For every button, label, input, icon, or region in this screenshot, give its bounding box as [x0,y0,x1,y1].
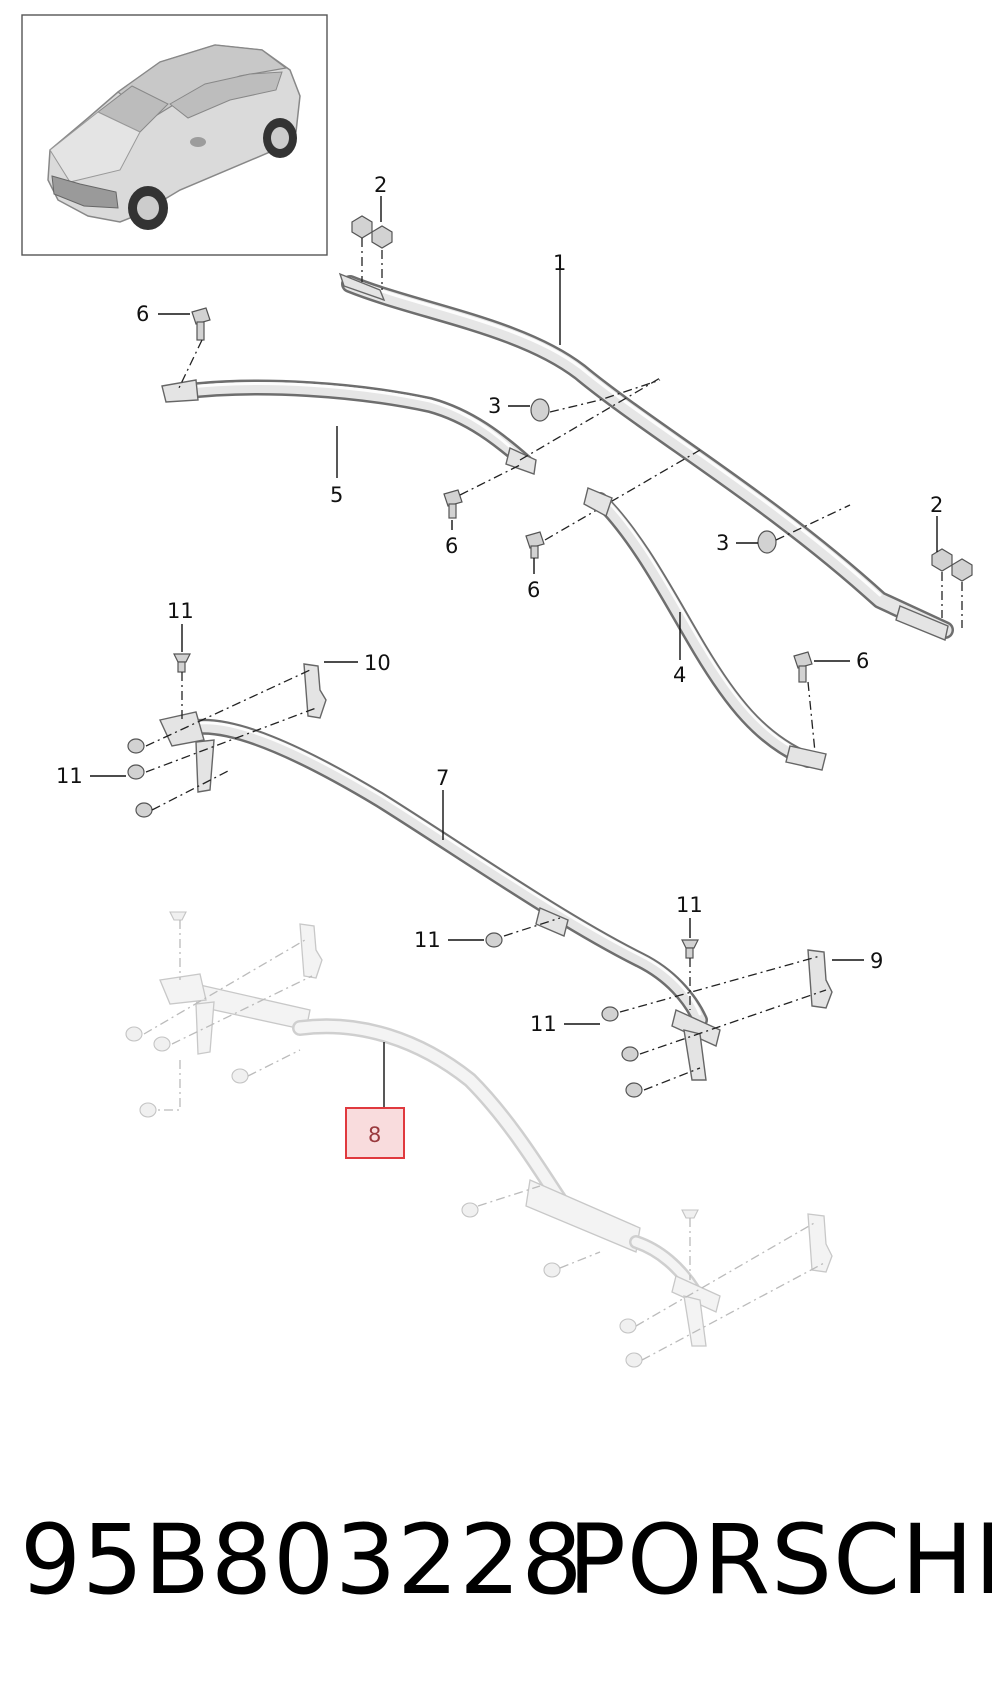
callout-10[interactable]: 10 [364,651,391,675]
callout-9[interactable]: 9 [870,949,883,973]
vehicle-thumbnail [21,14,328,256]
clip-icon [530,398,777,554]
nut-icon [351,215,973,582]
footer: 95B803228 PORSCHE [0,1500,992,1620]
callout-11-top[interactable]: 11 [167,599,194,623]
callout-8-highlight[interactable]: 8 [345,1107,405,1159]
callout-6-mid[interactable]: 6 [445,534,458,558]
callouts: 1 2 2 3 3 4 5 6 6 6 6 7 9 10 11 11 [56,173,943,1108]
callout-2-right[interactable]: 2 [930,493,943,517]
callout-3-right[interactable]: 3 [716,531,729,555]
brand-name: PORSCHE [568,1504,992,1616]
callout-6-low[interactable]: 6 [527,578,540,602]
callout-11-left[interactable]: 11 [56,764,83,788]
callout-11-low[interactable]: 11 [530,1012,557,1036]
callout-3-left[interactable]: 3 [488,394,501,418]
callout-2-top[interactable]: 2 [374,173,387,197]
callout-11-right[interactable]: 11 [676,893,703,917]
car-icon [47,44,301,230]
callout-5[interactable]: 5 [330,483,343,507]
callout-11-mid[interactable]: 11 [414,928,441,952]
callout-6-topleft[interactable]: 6 [136,302,149,326]
part-8-brace [159,973,721,1347]
screw-icon [127,653,699,1098]
ghost-fastener-icons [125,911,833,1368]
part-1-brace [338,272,954,641]
part-number: 95B803228 [20,1504,584,1616]
callout-7[interactable]: 7 [436,766,449,790]
callout-6-right[interactable]: 6 [856,649,869,673]
part-4-brace [583,487,827,771]
callout-1[interactable]: 1 [553,251,566,275]
part-5-brace [161,379,537,475]
callout-4[interactable]: 4 [673,663,686,687]
bolt-icon [191,307,813,683]
part-7-brace [159,711,721,1081]
parts-diagram: 1 2 2 3 3 4 5 6 6 6 6 7 9 10 11 11 [21,14,973,1368]
callout-8[interactable]: 8 [368,1123,381,1147]
